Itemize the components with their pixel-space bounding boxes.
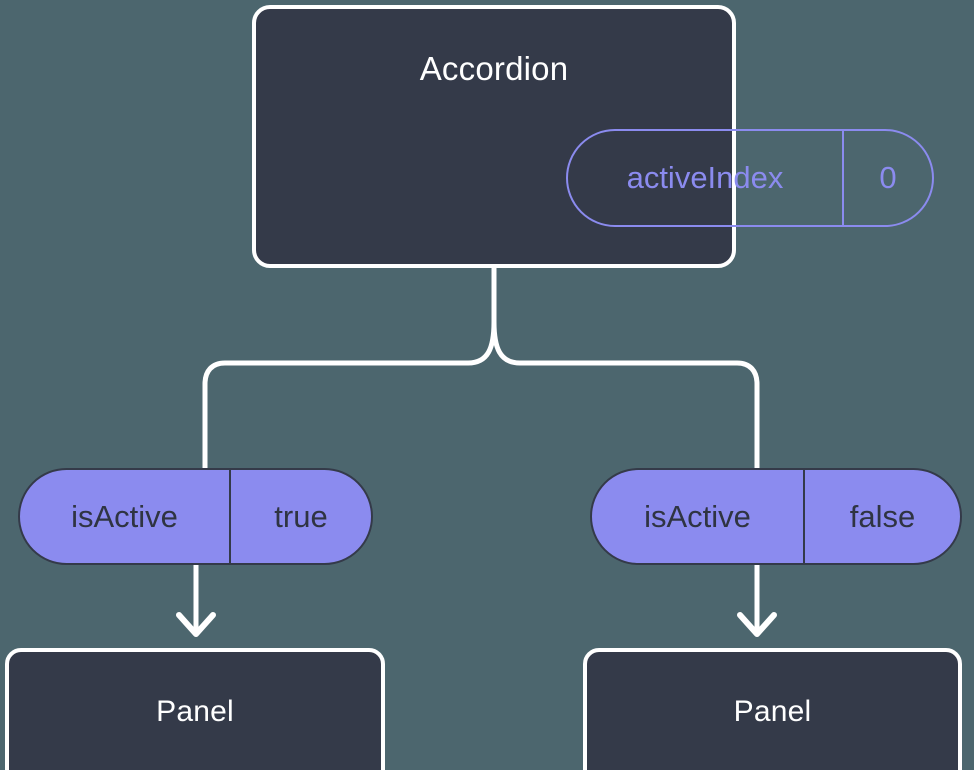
accordion-title: Accordion xyxy=(419,50,569,87)
panel-component-node-left[interactable]: Panel xyxy=(5,648,385,770)
is-active-true-key: isActive xyxy=(20,470,231,563)
active-index-state-pill[interactable]: activeIndex 0 xyxy=(566,129,934,227)
panel-left-title: Panel xyxy=(156,695,234,728)
active-index-value: 0 xyxy=(879,160,897,195)
is-active-true-value: true xyxy=(274,498,328,534)
fork-connector-left-branch xyxy=(202,319,497,473)
panel-right-title: Panel xyxy=(733,695,812,728)
active-index-key: activeIndex xyxy=(568,131,844,225)
is-active-false-value: false xyxy=(849,498,916,534)
arrow-left-head-icon xyxy=(176,612,216,637)
accordion-component-node[interactable]: Accordion activeIndex 0 xyxy=(252,5,934,268)
is-active-false-key: isActive xyxy=(592,470,805,563)
is-active-true-pill[interactable]: isActive true xyxy=(18,468,373,565)
is-active-false-pill[interactable]: isActive false xyxy=(590,468,962,565)
panel-component-node-right[interactable]: Panel xyxy=(583,648,962,770)
fork-connector xyxy=(491,265,760,473)
arrow-right-head-icon xyxy=(737,612,777,637)
